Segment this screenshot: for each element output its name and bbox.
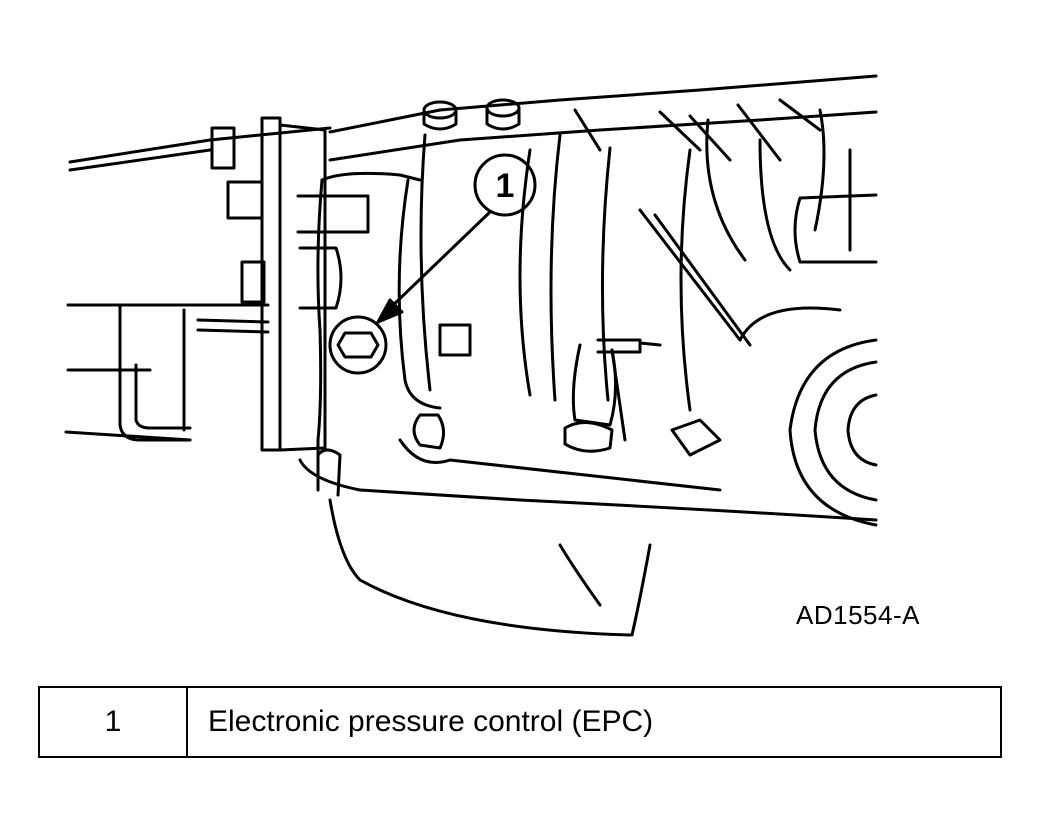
callout-circle bbox=[473, 153, 537, 217]
oil-pan bbox=[298, 413, 878, 637]
epc-solenoid bbox=[328, 315, 388, 375]
legend-description: Electronic pressure control (EPC) bbox=[208, 705, 654, 738]
case-body bbox=[316, 98, 878, 442]
manual-lever bbox=[563, 338, 722, 457]
figure-id: AD1554-A bbox=[796, 600, 920, 630]
legend-table: 1 Electronic pressure control (EPC) bbox=[38, 686, 1002, 758]
callout-1: 1 bbox=[376, 153, 537, 324]
legend-number: 1 bbox=[40, 688, 188, 756]
housing-top-edge bbox=[68, 74, 878, 172]
top-bosses bbox=[422, 98, 521, 131]
transmission-illustration: 1 bbox=[64, 74, 878, 637]
callout-arrowhead bbox=[376, 298, 404, 324]
callout-number: 1 bbox=[496, 167, 515, 205]
flange bbox=[226, 116, 370, 452]
shaft-linkage bbox=[64, 126, 270, 442]
callout-leader bbox=[386, 210, 492, 312]
output-housing bbox=[738, 306, 878, 527]
